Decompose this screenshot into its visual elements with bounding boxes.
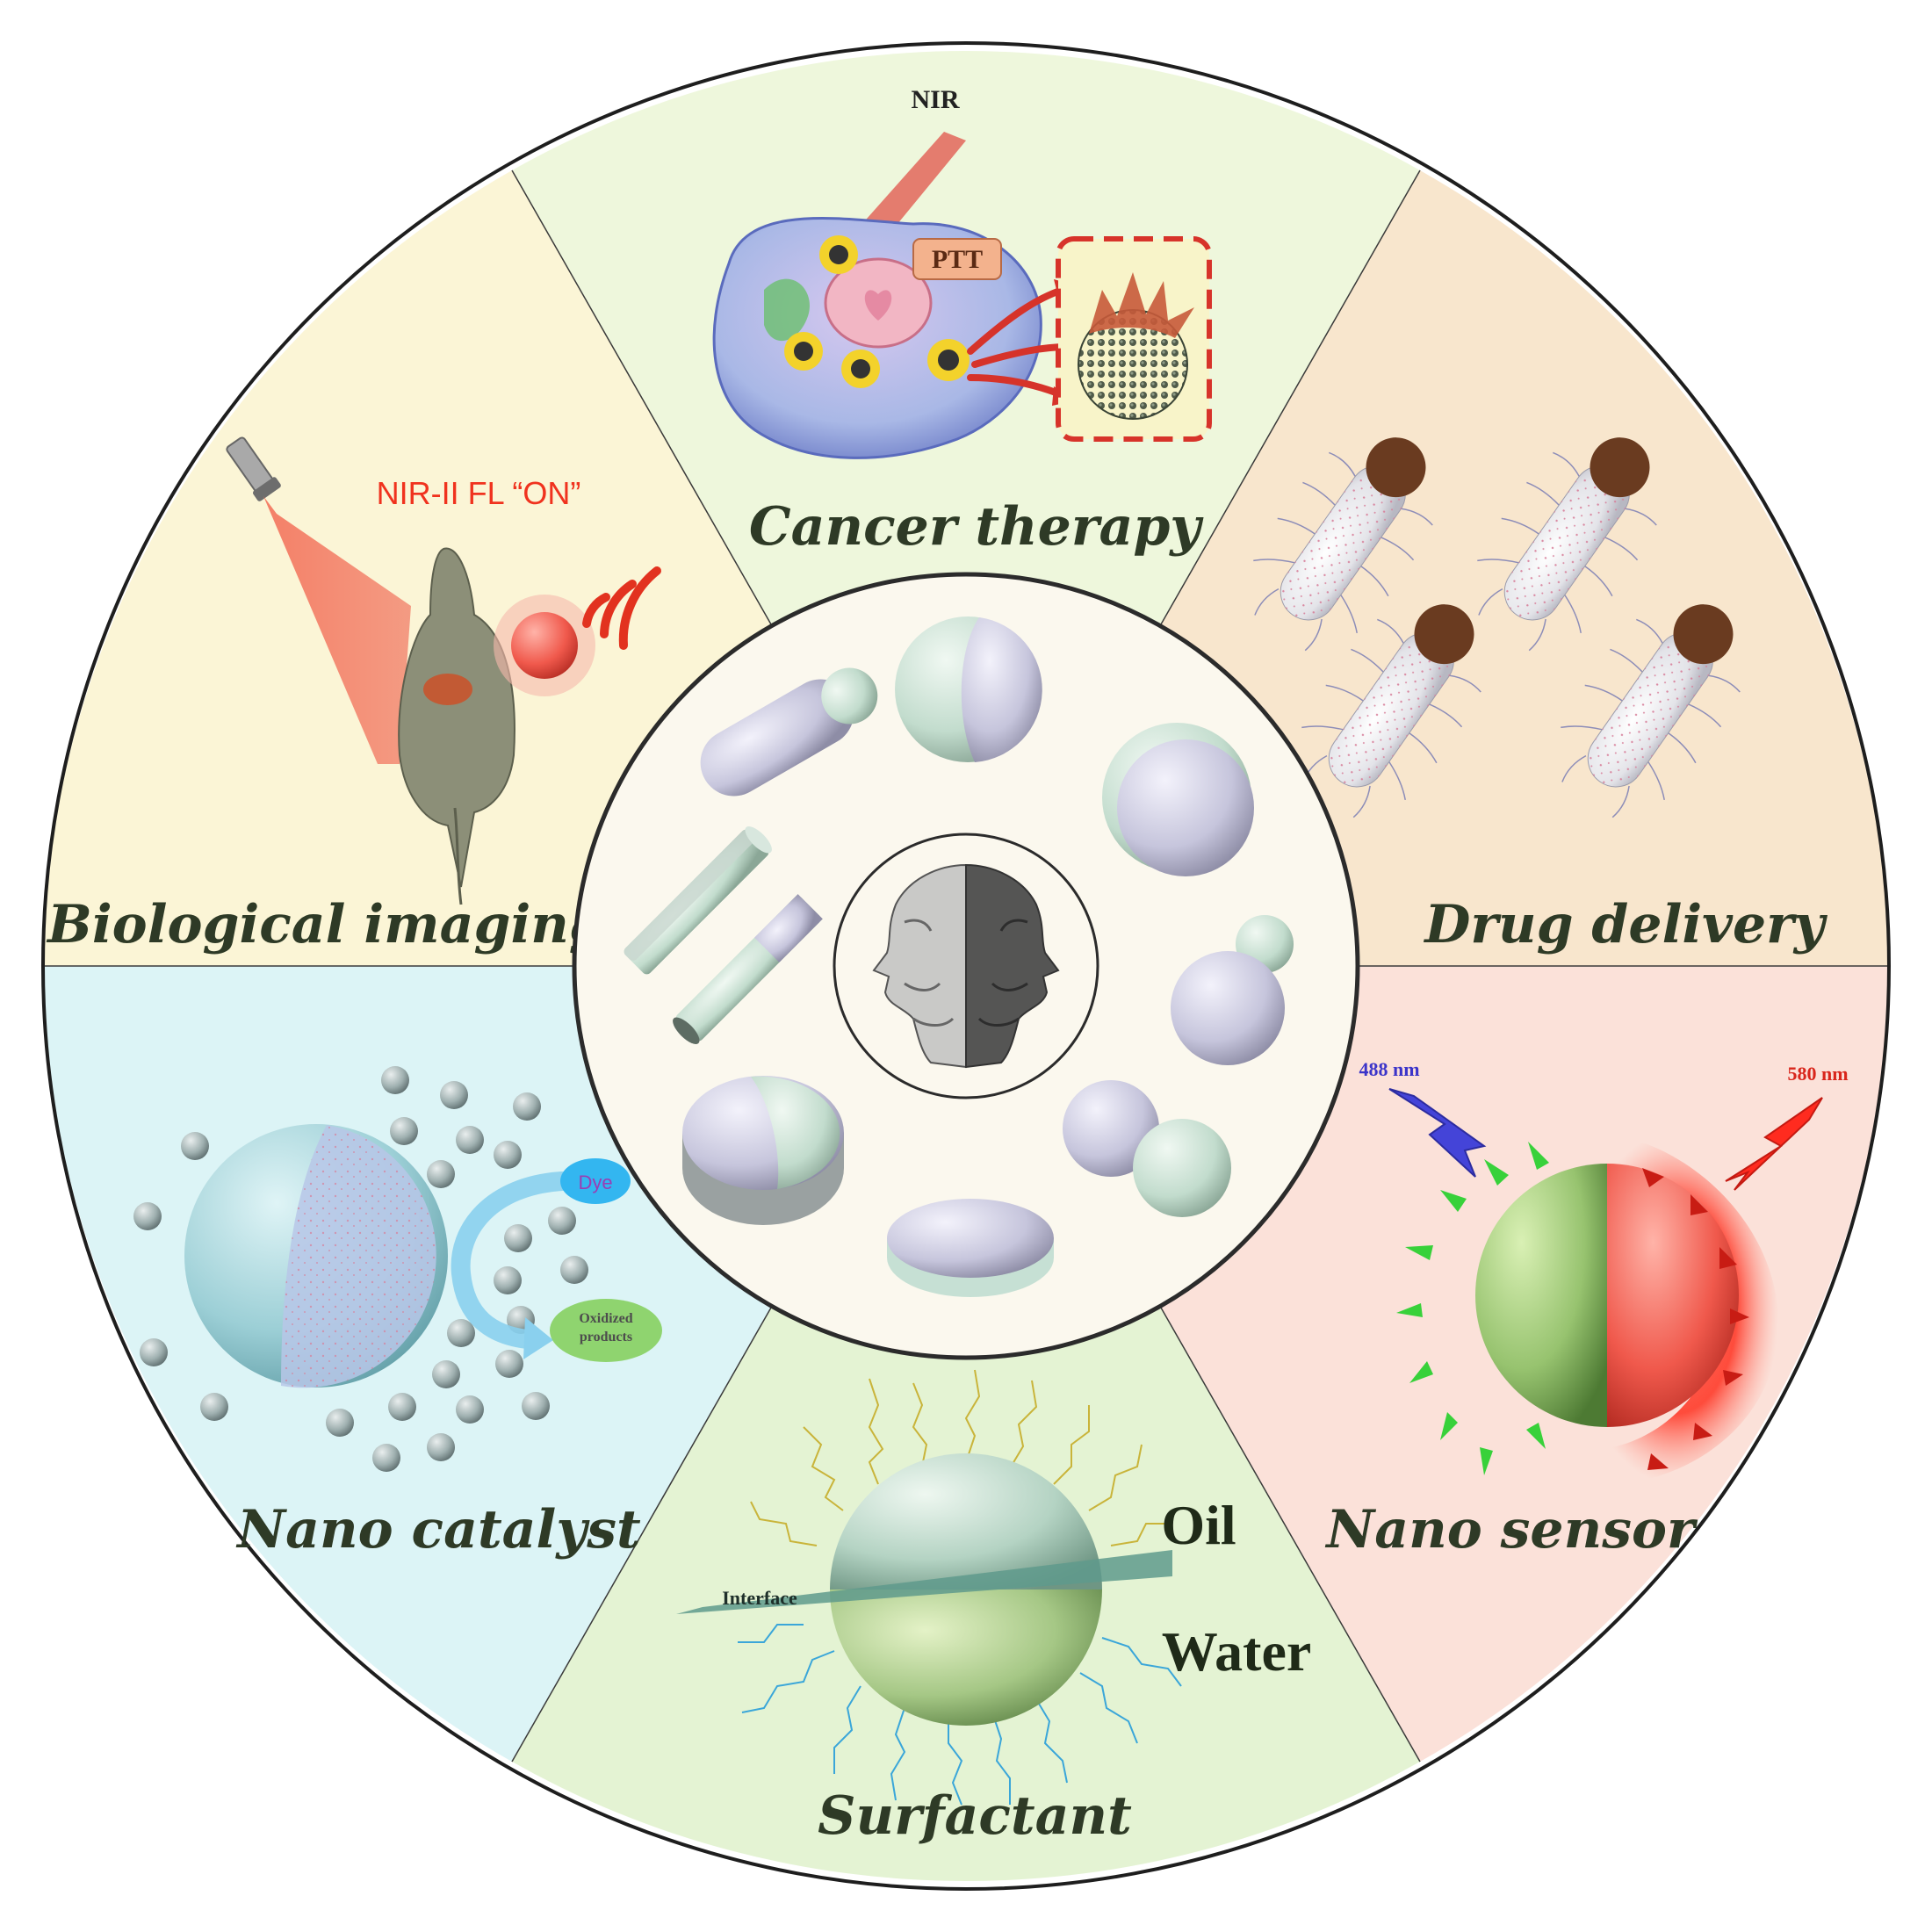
cancer-therapy-label: Cancer therapy [749,496,1204,558]
surfactant-label: Surfactant [818,1785,1132,1847]
janus-rod-particle-1 [624,826,772,975]
interface-label: Interface [722,1587,797,1609]
surfactant-illustration: Interface Oil Water Surfactant [676,1369,1312,1847]
sensor-sphere-red-half [1607,1164,1739,1427]
dye-label: Dye [578,1171,612,1193]
water-label: Water [1162,1620,1312,1683]
janus-sphere-particle-top [895,616,1042,762]
green-emission-ticks [1396,1142,1549,1475]
nir-ii-signal-label: NIR-II FL “ON” [377,475,581,511]
drug-carrier-1 [1253,437,1433,652]
drug-carrier-3 [1301,604,1481,818]
biological-imaging-label: Biological imaging [46,894,606,955]
light-cone [263,496,411,764]
products-label-line2: products [580,1330,632,1344]
nano-sensor-label: Nano sensor [1324,1499,1698,1561]
nanoparticle-flowers [784,235,970,388]
center-disc [572,572,1360,1360]
biological-imaging-illustration: NIR-II FL “ON” Biological imaging [46,436,661,955]
reaction-arrowhead [523,1317,553,1359]
nir-label: NIR [911,85,959,114]
janus-disc-particle-bottom [887,1199,1054,1297]
signal-probe [511,612,578,679]
mouse-icon [398,547,515,905]
drug-delivery-label: Drug delivery [1423,894,1827,955]
janus-capped-sphere-particle [1102,723,1254,876]
drug-delivery-illustration: Drug delivery [1253,437,1828,955]
emission-lightning-icon [1725,1097,1823,1191]
drug-carrier-2 [1477,437,1657,652]
dye-bubble [560,1158,631,1204]
segment-surfactant-bg [512,966,1420,1881]
emission-wavelength-label: 580 nm [1787,1063,1848,1085]
water-tails [738,1624,1182,1806]
nano-catalyst-illustration: Dye Oxidized products Nano catalyst [133,1066,662,1561]
janus-dumbbell-particle-lower [1063,1080,1231,1217]
catalyst-reactant-dots [133,1066,588,1472]
catalyst-sphere-dots-overlay [281,1125,436,1388]
red-emission-ticks [1642,1168,1749,1470]
janus-capsule-particle [700,667,878,797]
ptt-label: PTT [932,245,983,274]
ptt-badge [912,238,1002,280]
janus-rod-particle-2 [673,894,823,1044]
oil-label: Oil [1161,1494,1236,1556]
wifi-signal-icon [582,566,661,650]
emission-glow [1572,1132,1779,1484]
cell-organelle-green [764,278,810,342]
janus-disc-particle-left [682,1076,844,1225]
janus-sphere-water-half [830,1590,1102,1726]
nucleus-heart [864,290,892,321]
outer-ring [41,41,1891,1891]
excitation-wavelength-label: 488 nm [1359,1058,1419,1080]
products-bubble [550,1299,662,1362]
nano-sensor-illustration: 488 nm 580 nm Nano sensor [1324,1058,1848,1561]
tumor-burst [1089,272,1194,338]
oil-tails [750,1369,1172,1546]
reaction-arrow [451,1171,572,1349]
janus-dumbbell-particle-right [1171,915,1294,1065]
nano-catalyst-label: Nano catalyst [235,1499,641,1561]
cancer-therapy-illustration: NIR PTT Cancer therapy [712,85,1212,558]
janus-head-icon [872,863,1060,1069]
drug-carrier-4 [1561,604,1741,818]
interface-plane [676,1550,1172,1614]
janus-sphere-oil-half [830,1453,1102,1590]
products-label-line1: Oxidized [579,1311,632,1326]
lamp-icon [226,436,281,501]
excitation-lightning-icon [1388,1088,1487,1178]
sensor-sphere-green-half [1475,1164,1607,1427]
